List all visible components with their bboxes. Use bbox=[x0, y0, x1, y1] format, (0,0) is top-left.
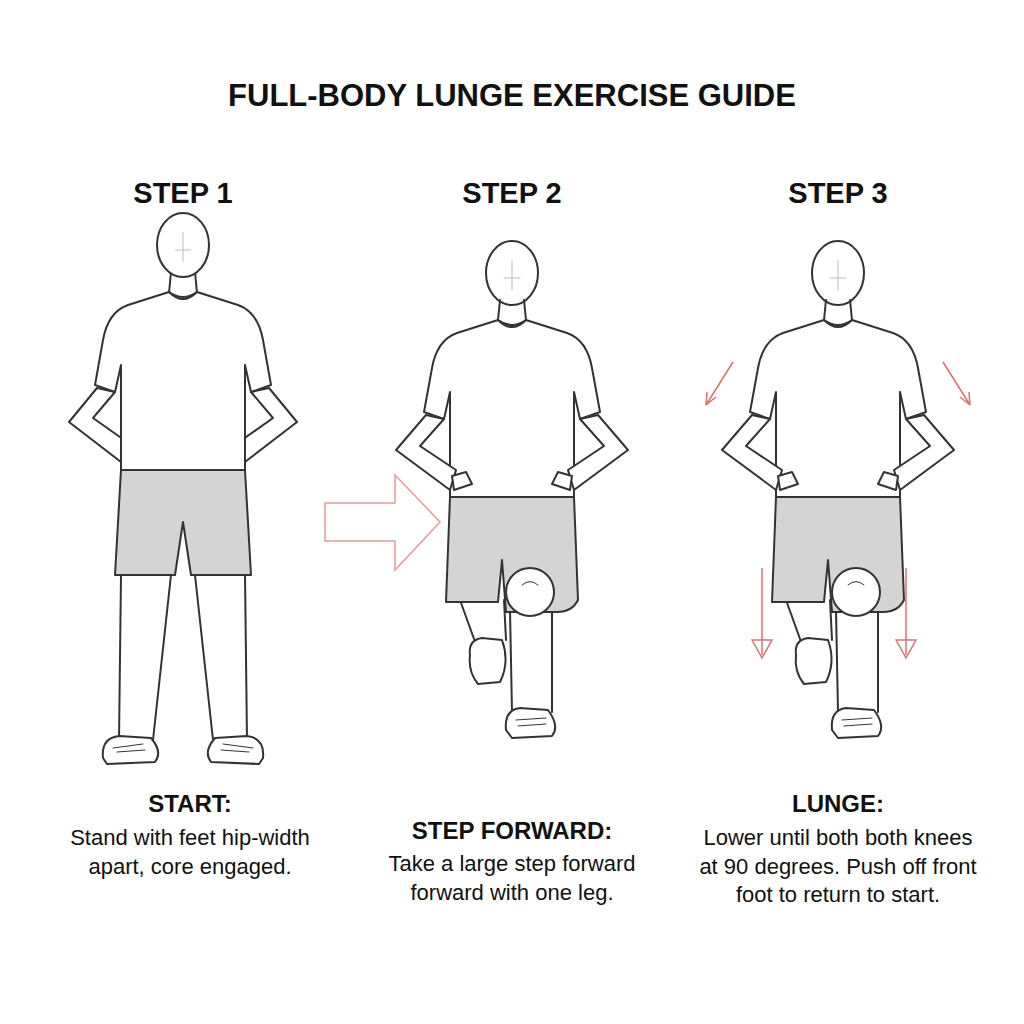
step-description: Take a large step forward forward with o… bbox=[367, 850, 657, 907]
step-heading: STEP 3 bbox=[708, 175, 968, 213]
title: FULL-BODY LUNGE EXERCISE GUIDE bbox=[62, 76, 962, 116]
step-description: Lower until both both knees at 90 degree… bbox=[693, 824, 983, 910]
step-heading: STEP 1 bbox=[53, 175, 313, 213]
step-heading: STEP 2 bbox=[382, 175, 642, 213]
step-name: LUNGE: bbox=[708, 788, 968, 819]
step-name: STEP FORWARD: bbox=[362, 815, 662, 846]
step-description: Stand with feet hip-width apart, core en… bbox=[70, 824, 310, 881]
step-name: START: bbox=[60, 788, 320, 819]
